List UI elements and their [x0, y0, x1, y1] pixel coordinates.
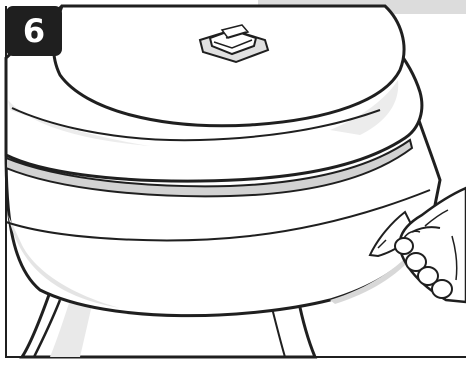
step-number: 6 [23, 12, 45, 50]
step-number-badge: 6 [6, 6, 62, 56]
